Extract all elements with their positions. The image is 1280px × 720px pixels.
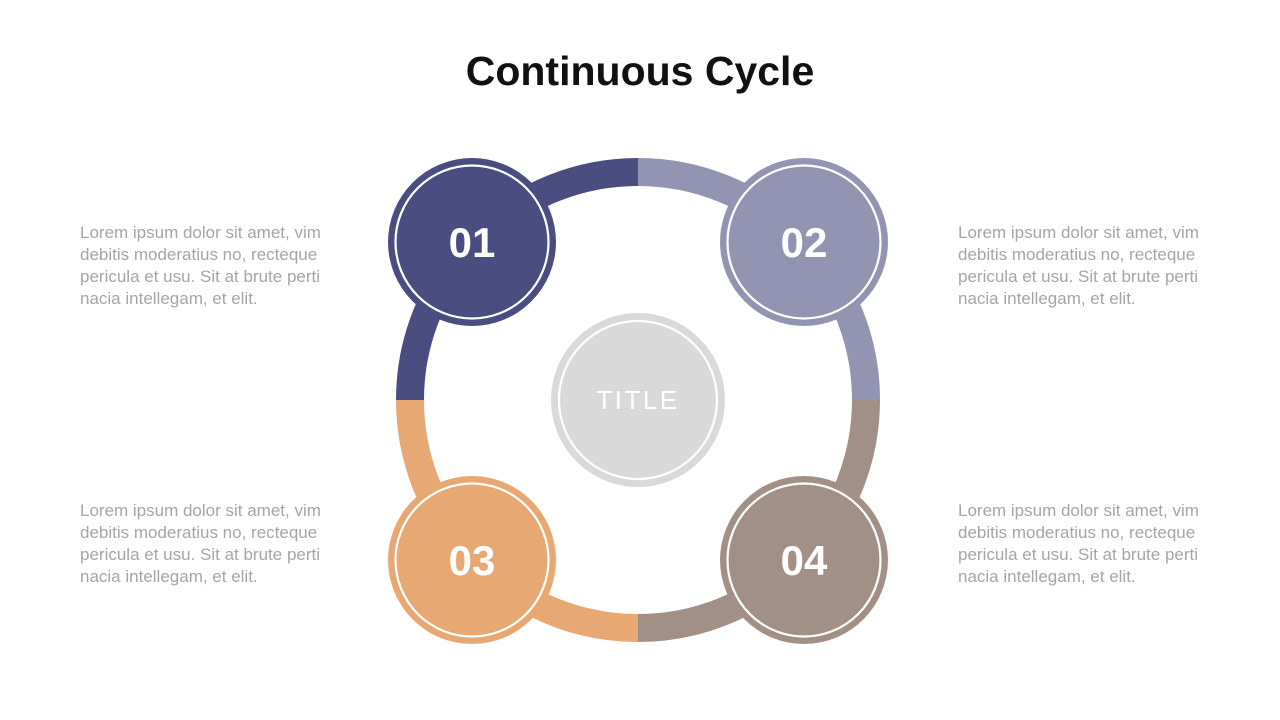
step-02-number: 02 (781, 219, 828, 266)
step-01-circle (388, 158, 556, 326)
page-title: Continuous Cycle (465, 48, 815, 94)
step-03-description: Lorem ipsum dolor sit amet, vim debitis … (80, 501, 321, 586)
step-03-circle (388, 476, 556, 644)
step-01-inner-ring (394, 164, 550, 320)
step-02-node: 02 (720, 158, 888, 326)
step-04-number: 04 (781, 537, 828, 584)
step-03-number: 03 (449, 537, 496, 584)
step-02-description: Lorem ipsum dolor sit amet, vim debitis … (958, 223, 1199, 308)
step-01-number: 01 (449, 219, 496, 266)
center-circle-group: TITLE (551, 313, 725, 487)
step-02-inner-ring (726, 164, 882, 320)
step-03-node: 03 (388, 476, 556, 644)
center-circle (551, 313, 725, 487)
step-04-node: 04 (720, 476, 888, 644)
center-title-label: TITLE (596, 385, 679, 415)
step-04-description: Lorem ipsum dolor sit amet, vim debitis … (958, 501, 1199, 586)
step-03-inner-ring (394, 482, 550, 638)
step-04-circle (720, 476, 888, 644)
step-01-node: 01 (388, 158, 556, 326)
step-04-inner-ring (726, 482, 882, 638)
step-01-description: Lorem ipsum dolor sit amet, vim debitis … (80, 223, 321, 308)
continuous-cycle-diagram: TITLE 01 02 03 04 (388, 158, 888, 644)
step-02-circle (720, 158, 888, 326)
center-circle-inner-ring (557, 319, 719, 481)
